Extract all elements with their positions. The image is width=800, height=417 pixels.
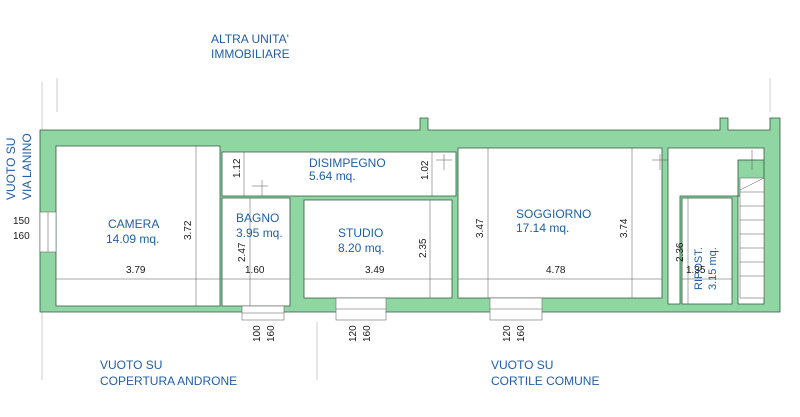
dim-soggiorno-right: 3.74: [619, 218, 630, 238]
dim-soggiorno-left: 3.47: [475, 218, 486, 238]
exterior-walls: [39, 117, 781, 313]
opening-left-width: 150: [13, 216, 30, 227]
window-studio: [335, 297, 387, 321]
dim-studio-width: 3.49: [365, 265, 385, 276]
dim-ripost-height: 2.36: [675, 242, 686, 262]
opening-studio-height: 160: [362, 325, 373, 342]
room-name-soggiorno: SOGGIORNO: [516, 207, 591, 221]
window-left: [39, 211, 57, 253]
dim-disimpegno-right: 1.02: [420, 160, 431, 180]
dim-camera-width: 3.79: [126, 265, 146, 276]
label-vuoto-su-androne: VUOTO SU: [100, 358, 162, 372]
room-area-ripost: 3.15 mq.: [707, 247, 719, 290]
room-name-studio: STUDIO: [338, 226, 383, 240]
dim-ripost-width: 1.35: [686, 265, 706, 276]
window-soggiorno: [489, 297, 543, 321]
door-marks: [252, 150, 756, 196]
room-area-disimpegno: 5.64 mq.: [309, 169, 356, 183]
dim-studio-height: 2.35: [418, 238, 429, 258]
opening-soggiorno-width: 120: [502, 325, 513, 342]
room-name-camera: CAMERA: [108, 217, 159, 231]
label-via-lanino: VIA LANINO: [20, 133, 34, 200]
dim-bagno-height: 2.47: [237, 242, 248, 262]
window-bagno: [241, 305, 285, 321]
opening-studio-width: 120: [348, 325, 359, 342]
opening-left-height: 160: [13, 231, 30, 242]
label-altra-unita: ALTRA UNITA': [211, 32, 289, 46]
label-vuoto-su-via: VUOTO SU: [4, 138, 18, 200]
room-name-disimpegno: DISIMPEGNO: [309, 156, 386, 170]
dim-soggiorno-width: 4.78: [546, 265, 566, 276]
dim-disimpegno-left: 1.12: [232, 158, 243, 178]
dim-camera-height: 3.72: [183, 220, 194, 240]
room-area-soggiorno: 17.14 mq.: [516, 221, 569, 235]
label-immobiliare: IMMOBILIARE: [211, 47, 290, 61]
room-name-ripost: RIPOST.: [693, 247, 705, 290]
label-cortile-comune: CORTILE COMUNE: [491, 374, 599, 388]
room-area-bagno: 3.95 mq.: [236, 226, 283, 240]
label-copertura-androne: COPERTURA ANDRONE: [100, 374, 237, 388]
opening-bagno-height: 160: [266, 325, 277, 342]
room-name-bagno: BAGNO: [236, 211, 279, 225]
opening-soggiorno-height: 160: [516, 325, 527, 342]
opening-bagno-width: 100: [252, 325, 263, 342]
label-vuoto-su-cortile: VUOTO SU: [491, 358, 553, 372]
dim-bagno-width: 1.60: [245, 265, 265, 276]
room-area-studio: 8.20 mq.: [338, 241, 385, 255]
dimension-lines: [56, 146, 732, 306]
staircase: [739, 177, 765, 299]
room-area-camera: 14.09 mq.: [106, 232, 159, 246]
